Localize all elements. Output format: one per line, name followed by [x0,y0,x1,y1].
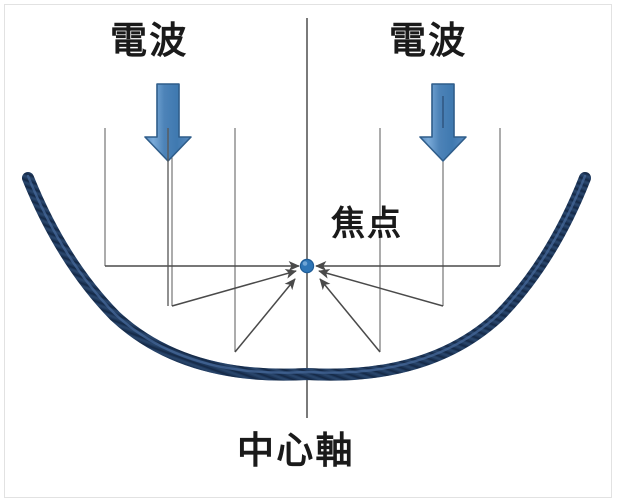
incoming-ray-lines [104,128,501,352]
label-center-axis: 中心軸 [237,429,355,472]
reflected-ray-left-mid [171,269,297,307]
label-focus-point: 焦点 [331,204,404,244]
label-wave-left: 電波 [110,19,189,62]
focus-point-dot [299,258,315,274]
wave-arrow-left [144,83,192,162]
reflected-ray-right-inner [319,278,381,353]
label-wave-right: 電波 [389,19,468,62]
reflected-rays [105,261,500,353]
focus-point-gloss [302,261,308,266]
reflected-ray-left-inner [234,278,296,353]
parabolic-dish-highlight [26,174,587,374]
reflected-ray-right-mid [318,269,444,307]
